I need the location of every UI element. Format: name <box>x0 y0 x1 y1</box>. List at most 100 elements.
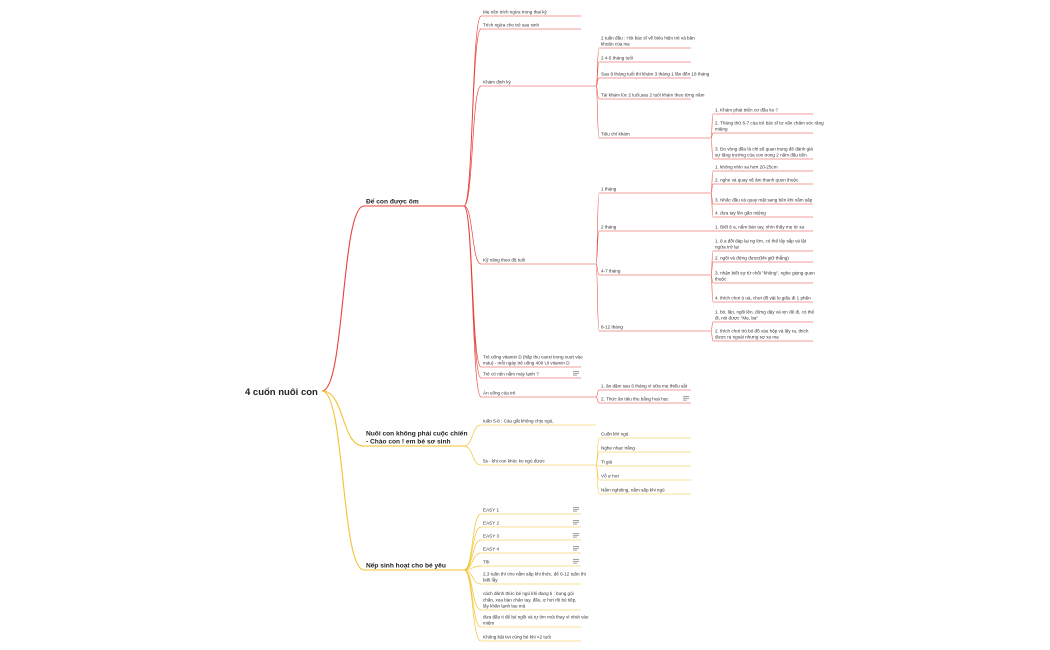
mindmap-node-kham-dinh-ky[interactable]: Khám định kỳ <box>483 80 512 85</box>
connector-line <box>321 390 365 571</box>
note-icon[interactable] <box>573 533 579 538</box>
mindmap-node-2-thang-thu-6-7-cua-tre-bac-si-tu-van-ch[interactable]: 2. Tháng thứ 6-7 của trẻ bác sĩ tư vấn c… <box>715 119 824 131</box>
mindmap-node-sau-6-thang-tuoi-thi-kham-3-thang-1-lan-[interactable]: Sau 6 tháng tuổi thì khám 3 tháng 1 lần … <box>601 71 710 77</box>
connector-line <box>710 330 714 342</box>
mindmap-node-toi[interactable]: Tối <box>483 560 489 565</box>
connector-line <box>710 261 714 276</box>
mindmap-node-easy-2[interactable]: EASY 2 <box>483 521 499 526</box>
mindmap-node-5s-khi-con-khoc-ko-ngu-duoc[interactable]: 5s - khi con khóc ko ngủ được <box>483 458 545 464</box>
node-label: 2. thích chơi trò bỏ đồ vào hộp và lấy r… <box>715 327 809 339</box>
mindmap-node-4-dua-tay-len-gan-mieng[interactable]: 4. đưa tay lên gần miệng <box>715 211 766 216</box>
connector-line <box>321 390 365 447</box>
mindmap-node-2-nghe-va-quay-ve-am-thanh-quen-thuoc[interactable]: 2. nghe và quay về âm thanh quen thuộc <box>715 178 799 183</box>
mindmap-node-1-thang[interactable]: 1 tháng <box>601 187 617 192</box>
connector-line <box>710 132 714 139</box>
note-icon[interactable] <box>573 559 579 564</box>
mindmap-node-tai-kham-luc-2-tuoi-sau-2-tuoi-kham-theo[interactable]: Tái khám lúc 2 tuổi,sau 2 tuổi khám theo… <box>601 92 705 98</box>
mindmap-node-4-7-thang[interactable]: 4-7 tháng <box>601 269 621 274</box>
connector-line <box>463 205 482 379</box>
mindmap-node-2-3-tuan-thi-cho-nam-sap-khi-thuc-de-6-1[interactable]: 2,3 tuần thì cho nằm sấp khi thức, để 6-… <box>483 570 586 582</box>
mindmap-node-easy-1[interactable]: EASY 1 <box>483 508 499 513</box>
node-label: 8-12 tháng <box>601 325 623 330</box>
node-label: 5s - khi con khóc ko ngủ được <box>483 458 545 464</box>
node-label: Tái khám lúc 2 tuổi,sau 2 tuổi khám theo… <box>601 92 705 98</box>
mindmap-node-ky-nang-theo-do-tuoi[interactable]: Kỹ năng theo độ tuổi <box>483 257 525 263</box>
node-label: Nuôi con không phải cuộc chiến- Chào con… <box>366 430 467 446</box>
node-label: Trẻ có nên nằm máy lạnh ? <box>483 371 539 377</box>
mindmap-node-3-do-vong-dau-la-chi-so-quan-trong-de-da[interactable]: 3. Đo vòng đầu là chỉ số quan trọng để đ… <box>715 145 813 157</box>
connector-line <box>710 274 714 303</box>
mindmap-node-nghe-nhac-trang[interactable]: Nghe nhạc trắng <box>601 445 635 451</box>
node-label: 3. Nhấc đầu và quay mặt sang bên khi nằm… <box>715 197 813 203</box>
mindmap-nodes: 4 cuốn nuôi con Để con được ôm Mẹ nên tríc… <box>245 10 824 640</box>
node-label: 2 tuần đầu : Hỏi bác sĩ về biểu hiện trẻ… <box>601 34 695 46</box>
connector-line <box>463 565 482 571</box>
mindmap-node-2-thich-choi-tro-bo-do-vao-hop-va-lay-ra[interactable]: 2. thích chơi trò bỏ đồ vào hộp và lấy r… <box>715 327 809 339</box>
node-label: Để con được ôm <box>366 198 419 206</box>
mindmap-node-khong-bat-tivi-cung-be-khi-2-tuoi[interactable]: Không bật tivi cùng bé khi <2 tuổi <box>483 634 551 640</box>
connector-line <box>710 192 714 218</box>
mindmap-node-8-12-thang[interactable]: 8-12 tháng <box>601 325 623 330</box>
mindmap-node-cach-danh-thuc-be-ngu-khi-dang-ti-bung-g[interactable]: cách đánh thức bé ngủ khi đang ti : bung… <box>483 590 577 608</box>
mindmap-node-tre-uong-vitamin-d-hap-thu-canxi-trong-x[interactable]: Trẻ uống vitamin D (hấp thu canxi trong … <box>483 354 583 365</box>
mindmap-node-2-4-5-thang-tuoi[interactable]: 2 4-5 tháng tuổi <box>601 55 633 61</box>
mindmap-node-3-nhan-biet-su-tu-choi-khong-nghe-giong-[interactable]: 3. nhận biết sự từ chối "không", nghe gi… <box>715 270 815 281</box>
root-node[interactable]: 4 cuốn nuôi con <box>245 387 318 398</box>
mindmap-node-nam-nghieng-nam-sap-khi-ngu[interactable]: Nằm nghiêng, nằm sấp khi ngủ <box>601 487 665 493</box>
mindmap-node-easy-3[interactable]: EASY 3 <box>483 534 499 539</box>
node-label: 4-7 tháng <box>601 269 621 274</box>
connector-line <box>595 230 600 265</box>
mindmap-node-3-nhac-dau-va-quay-mat-sang-ben-khi-nam-[interactable]: 3. Nhấc đầu và quay mặt sang bên khi nằm… <box>715 197 813 203</box>
node-label: Nếp sinh hoạt cho bé yêu <box>366 562 446 570</box>
mindmap-node-1-kham-phat-trien-co-dau-ko[interactable]: 1. Khám phát triển cơ đầu ko ? <box>715 107 778 113</box>
mindmap-node-1-biet-e-a-nam-ban-tay-nhin-thay-me-tu-x[interactable]: 1. Biết ê a, nắm bàn tay, nhìn thấy mẹ t… <box>715 224 804 230</box>
node-label: 2,3 tuần thì cho nằm sấp khi thức, để 6-… <box>483 570 586 582</box>
mindmap-node-2-ngoi-va-dung-duoc-khi-giu-thang[interactable]: 2. ngồi và đứng được(khi giữ thẳng) <box>715 255 789 261</box>
node-label: Trẻ uống vitamin D (hấp thu canxi trong … <box>483 354 583 365</box>
mindmap-node-tuan-5-8-cau-gat-khong-chiu-ngu[interactable]: tuần 5-8 : Cáu gắt không chịu ngủ, <box>483 418 554 424</box>
mindmap-node-4-thich-choi-u-oa-choi-do-vat-lo-giau-di[interactable]: 4. thích chơi ú oà, chơi đồ vật lo giấu … <box>715 296 811 301</box>
node-label: đưa đầu ti để bé ngồi và tự tìm mút thay… <box>483 613 589 625</box>
mindmap-node-tieu-chi-kham[interactable]: Tiêu chí khám <box>601 132 630 137</box>
node-label: Khám định kỳ <box>483 80 512 85</box>
mindmap-node-ti-gia[interactable]: Ti giả <box>601 460 613 465</box>
connector-line <box>595 77 600 87</box>
node-label: EASY 2 <box>483 521 499 526</box>
mindmap-node-cuon-khi-ngu[interactable]: Cuốn khí ngủ <box>601 431 629 437</box>
note-icon[interactable] <box>573 371 579 376</box>
mindmap-node-vo-o-hoi[interactable]: Vỗ ợ hơi <box>601 473 619 479</box>
connector-line <box>595 464 600 495</box>
connector-line <box>595 85 600 100</box>
mindmap-node-me-nen-trich-ngua-trong-thai-ky[interactable]: Mẹ nên trích ngừa trong thai kỳ <box>483 10 548 15</box>
node-label: Ăn uống của trẻ <box>483 390 516 396</box>
note-icon[interactable] <box>683 396 689 401</box>
mindmap-node-dua-dau-ti-de-be-ngoi-va-tu-tim-mut-thay[interactable]: đưa đầu ti để bé ngồi và tự tìm mút thay… <box>483 613 589 625</box>
branch-node-de-con-duoc-om[interactable]: Để con được ôm <box>366 198 419 206</box>
branch-node-nep-sinh-hoat-cho-be-yeu[interactable]: Nếp sinh hoạt cho bé yêu <box>366 562 446 570</box>
connector-line <box>710 183 714 194</box>
note-icon[interactable] <box>573 520 579 525</box>
connector-line <box>595 263 600 276</box>
note-icon[interactable] <box>573 507 579 512</box>
node-label: EASY 3 <box>483 534 499 539</box>
mindmap-node-2-thuc-an-tieu-thu-bang-hoa-hoc[interactable]: 2. Thức ăn tiêu thu bằng hoá học <box>601 396 669 402</box>
note-icon[interactable] <box>573 546 579 551</box>
mindmap-node-1-an-dam-sau-6-thang-vi-sua-me-thieu-sat[interactable]: 1. ăn dặm sau 6 tháng vì sữa mẹ thiếu sắ… <box>601 383 688 389</box>
node-label: Không bật tivi cùng bé khi <2 tuổi <box>483 634 551 640</box>
mindmap-node-an-uong-cua-tre[interactable]: Ăn uống của trẻ <box>483 390 516 396</box>
mindmap-node-2-thang[interactable]: 2 tháng <box>601 225 617 230</box>
node-label: 1. bò, lăn, ngồi lên, đứng dậy và vịn để… <box>715 308 815 320</box>
node-label: 1. Biết ê a, nắm bàn tay, nhìn thấy mẹ t… <box>715 224 804 230</box>
node-label: 4. đưa tay lên gần miệng <box>715 211 766 216</box>
mindmap-node-1-khong-nhin-xa-hon-20-25cm[interactable]: 1. không nhìn xa hơn 20-25cm <box>715 165 778 170</box>
mindmap-node-trich-ngua-cho-tre-sau-sinh[interactable]: Trích ngừa cho trẻ sau sinh <box>483 23 539 28</box>
mindmap-node-2-tuan-dau-hoi-bac-si-ve-bieu-hien-tre-v[interactable]: 2 tuần đầu : Hỏi bác sĩ về biểu hiện trẻ… <box>601 34 695 46</box>
mindmap-node-easy-4[interactable]: EASY 4 <box>483 547 499 552</box>
mindmap-node-1-bo-lan-ngoi-len-dung-day-va-vin-de-di-[interactable]: 1. bò, lăn, ngồi lên, đứng dậy và vịn để… <box>715 308 815 320</box>
node-label: 1. ăn dặm sau 6 tháng vì sữa mẹ thiếu sắ… <box>601 383 688 389</box>
connector-line <box>710 113 714 139</box>
node-label: cách đánh thức bé ngủ khi đang ti : bung… <box>483 590 577 608</box>
branch-node-nuoi-con-khong-phai-cuoc-chien-chao-con-[interactable]: Nuôi con không phải cuộc chiến- Chào con… <box>366 430 467 446</box>
mindmap-node-1-e-a-doi-dap-lai-ng-lon-co-the-lay-sap-[interactable]: 1. ê a đối đáp lại ng lớn, có thể lẩy sắ… <box>715 237 807 249</box>
mindmap-node-tre-co-nen-nam-may-lanh[interactable]: Trẻ có nên nằm máy lạnh ? <box>483 371 539 377</box>
